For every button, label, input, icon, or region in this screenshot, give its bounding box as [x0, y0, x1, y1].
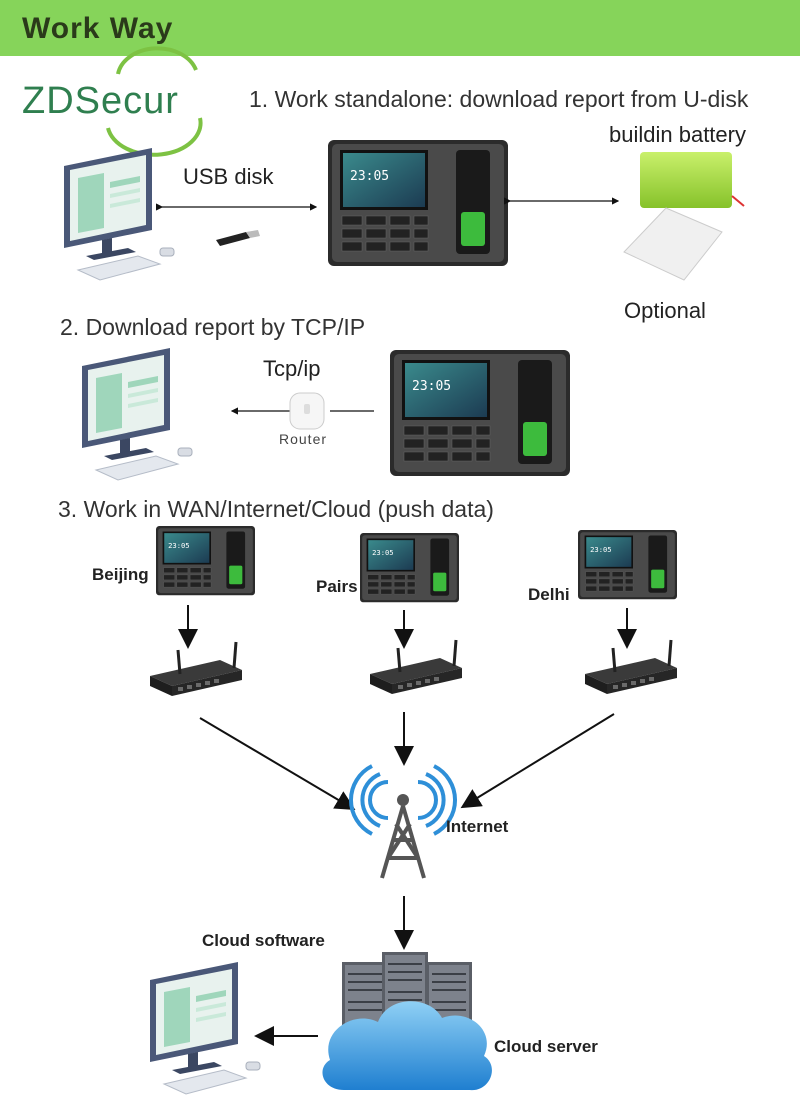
header-banner: Work Way	[0, 0, 800, 60]
computer-icon	[63, 147, 175, 281]
router-label: Router	[279, 431, 328, 447]
computer-icon	[149, 961, 261, 1095]
arrow-left-internet	[199, 717, 356, 811]
cloud-server-icon	[322, 951, 492, 1091]
city-label-beijing: Beijing	[92, 565, 149, 584]
terminal-device-icon	[327, 139, 509, 267]
section3-title: 3. Work in WAN/Internet/Cloud (push data…	[58, 496, 494, 522]
usb-stick-icon	[216, 230, 260, 246]
optional-label: Optional	[624, 298, 706, 323]
tcp-label: Tcp/ip	[263, 356, 321, 381]
terminal-delhi-icon	[577, 529, 678, 600]
usb-disk-label: USB disk	[183, 164, 274, 189]
computer-icon	[81, 347, 193, 481]
terminal-pairs-icon	[359, 532, 460, 603]
battery-label: buildin battery	[609, 122, 746, 147]
terminal-device-icon	[389, 349, 571, 477]
cloud-server-label: Cloud server	[494, 1037, 598, 1056]
section1-title: 1. Work standalone: download report from…	[249, 86, 749, 112]
network-router-icon	[368, 638, 464, 696]
header-title: Work Way	[22, 12, 174, 45]
section2-title: 2. Download report by TCP/IP	[60, 314, 366, 340]
logo-mark	[106, 46, 203, 157]
battery-icon	[640, 152, 745, 208]
rfid-card-icon	[623, 207, 723, 281]
cloud-software-label: Cloud software	[202, 931, 325, 950]
router-icon	[289, 392, 325, 430]
cell-tower-icon	[349, 764, 457, 879]
network-router-icon	[148, 640, 244, 698]
arrow-right-internet	[460, 713, 615, 809]
network-router-icon	[583, 638, 679, 696]
city-label-delhi: Delhi	[528, 585, 570, 604]
terminal-beijing-icon	[155, 525, 256, 596]
city-label-pairs: Pairs	[316, 577, 358, 596]
internet-label: Internet	[446, 817, 509, 836]
logo: ZDSecur	[22, 80, 179, 122]
